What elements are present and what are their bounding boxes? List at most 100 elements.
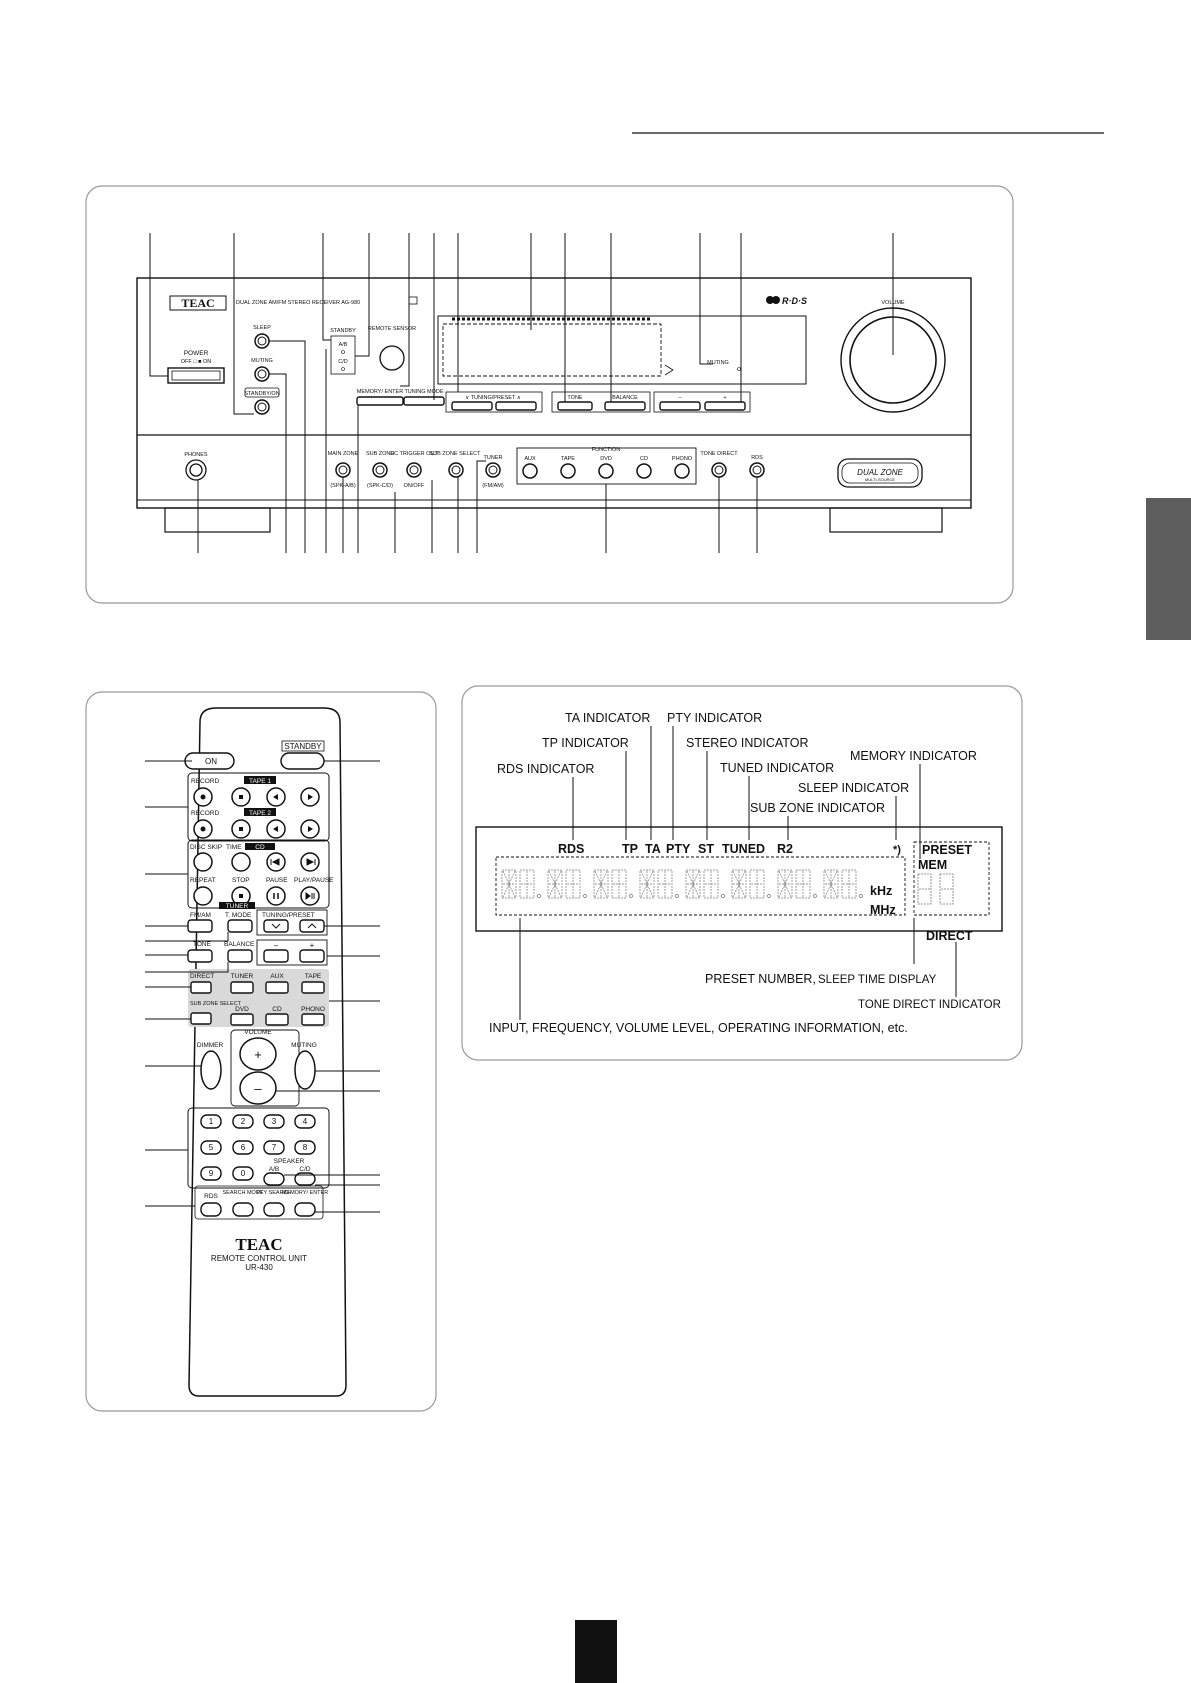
memory-enter-remote[interactable] bbox=[294, 1202, 316, 1217]
balance-button-remote[interactable] bbox=[227, 949, 253, 963]
svg-text:PAUSE: PAUSE bbox=[266, 877, 288, 884]
key-6[interactable] bbox=[232, 1140, 254, 1155]
svg-text:5: 5 bbox=[209, 1143, 214, 1152]
right-foot bbox=[829, 507, 943, 533]
svg-text:OFF □ ■ ON: OFF □ ■ ON bbox=[181, 359, 212, 365]
tuning-down-button[interactable] bbox=[451, 401, 493, 411]
remote-body bbox=[188, 707, 347, 1397]
remote-standby-button[interactable] bbox=[280, 752, 325, 770]
svg-text:BALANCE: BALANCE bbox=[612, 395, 638, 401]
cd-pause-button[interactable] bbox=[266, 886, 286, 906]
cd-source-button[interactable] bbox=[265, 1013, 289, 1026]
standby-on-button[interactable] bbox=[254, 399, 270, 415]
sub-zone-select-remote[interactable] bbox=[190, 1012, 212, 1025]
dvd-button-front[interactable] bbox=[598, 463, 614, 479]
disc-skip-button[interactable] bbox=[193, 852, 213, 872]
level-plus-button[interactable] bbox=[299, 949, 325, 963]
volume-down-remote[interactable] bbox=[239, 1071, 277, 1105]
svg-text:TONE: TONE bbox=[567, 395, 583, 401]
svg-text:SPEAKER: SPEAKER bbox=[274, 1158, 305, 1165]
rds-button-remote[interactable] bbox=[200, 1202, 222, 1217]
t-mode-button[interactable] bbox=[227, 919, 253, 933]
tuner-source-button[interactable] bbox=[230, 981, 254, 994]
svg-text:STANDBY: STANDBY bbox=[284, 742, 322, 751]
volume-up-remote[interactable] bbox=[239, 1037, 277, 1071]
aux-source-button[interactable] bbox=[265, 981, 289, 994]
key-0[interactable] bbox=[232, 1166, 254, 1181]
phono-button-front[interactable] bbox=[674, 463, 690, 479]
key-7[interactable] bbox=[263, 1140, 285, 1155]
muting-button-remote[interactable] bbox=[294, 1050, 316, 1090]
tone-button-remote[interactable] bbox=[187, 949, 213, 963]
front-callout-lines bbox=[149, 233, 894, 553]
repeat-button[interactable] bbox=[193, 886, 213, 906]
tuning-up-remote[interactable] bbox=[299, 919, 325, 933]
phono-source-button[interactable] bbox=[301, 1013, 325, 1026]
main-segment-area bbox=[495, 856, 906, 916]
tone-button[interactable] bbox=[557, 401, 593, 411]
remote-callout-lines bbox=[145, 760, 380, 1213]
remote-sensor-label: REMOTE SENSOR bbox=[368, 326, 416, 332]
tone-direct-button[interactable] bbox=[711, 462, 727, 478]
aux-button-front[interactable] bbox=[522, 463, 538, 479]
tuner-button-front[interactable] bbox=[485, 462, 501, 478]
level-minus-button[interactable] bbox=[263, 949, 289, 963]
sub-zone-select-button[interactable] bbox=[448, 462, 464, 478]
section-tab bbox=[1146, 498, 1191, 640]
sleep-button[interactable] bbox=[254, 333, 270, 349]
svg-text:TUNING MODE: TUNING MODE bbox=[404, 389, 443, 395]
key-4[interactable] bbox=[294, 1114, 316, 1129]
front-panel-frame bbox=[85, 185, 1014, 604]
dvd-source-button[interactable] bbox=[230, 1013, 254, 1026]
pty-search-button[interactable] bbox=[263, 1202, 285, 1217]
svg-text:DIMMER: DIMMER bbox=[197, 1042, 224, 1049]
svg-text:TONE: TONE bbox=[193, 941, 212, 948]
segment-characters bbox=[501, 869, 863, 899]
dc-trigger-button[interactable] bbox=[406, 462, 422, 478]
balance-button[interactable] bbox=[604, 401, 646, 411]
key-1[interactable] bbox=[200, 1114, 222, 1129]
svg-text:TAPE 2: TAPE 2 bbox=[249, 810, 271, 817]
time-button[interactable] bbox=[231, 852, 251, 872]
memory-enter-button[interactable] bbox=[356, 396, 404, 406]
svg-text:REMOTE CONTROL UNIT: REMOTE CONTROL UNIT bbox=[211, 1254, 307, 1263]
power-switch[interactable] bbox=[167, 367, 225, 384]
speaker-cd-button[interactable] bbox=[294, 1172, 316, 1186]
svg-text:RDS INDICATOR: RDS INDICATOR bbox=[497, 762, 594, 776]
tuning-mode-button[interactable] bbox=[403, 396, 445, 406]
svg-text:UR-430: UR-430 bbox=[245, 1263, 273, 1272]
segment-char bbox=[777, 869, 817, 899]
svg-text:DC TRIGGER OUT: DC TRIGGER OUT bbox=[390, 451, 438, 457]
search-mode-button[interactable] bbox=[232, 1202, 254, 1217]
svg-text:CD: CD bbox=[640, 456, 648, 462]
rds-button-front[interactable] bbox=[749, 462, 765, 478]
sub-zone-button[interactable] bbox=[372, 462, 388, 478]
speaker-ab-button[interactable] bbox=[263, 1172, 285, 1186]
svg-text:C/D: C/D bbox=[299, 1166, 311, 1173]
speaker-indicator-box bbox=[330, 335, 356, 375]
key-5[interactable] bbox=[200, 1140, 222, 1155]
svg-text:MAIN ZONE: MAIN ZONE bbox=[328, 451, 359, 457]
tape-button-front[interactable] bbox=[560, 463, 576, 479]
tuning-up-button[interactable] bbox=[495, 401, 537, 411]
dimmer-button[interactable] bbox=[200, 1050, 222, 1090]
phones-jack[interactable] bbox=[185, 459, 207, 481]
muting-button-front[interactable] bbox=[254, 366, 270, 382]
cd-button-front[interactable] bbox=[636, 463, 652, 479]
main-zone-button[interactable] bbox=[335, 462, 351, 478]
volume-up-bar[interactable] bbox=[704, 401, 746, 411]
tape-source-button[interactable] bbox=[301, 981, 325, 994]
svg-text:DIRECT: DIRECT bbox=[190, 973, 214, 980]
svg-text:+: + bbox=[310, 941, 315, 950]
fm-am-button[interactable] bbox=[187, 919, 213, 933]
key-8[interactable] bbox=[294, 1140, 316, 1155]
tuning-down-remote[interactable] bbox=[263, 919, 289, 933]
volume-down-bar[interactable] bbox=[659, 401, 701, 411]
direct-button[interactable] bbox=[190, 981, 212, 994]
svg-text:DIRECT: DIRECT bbox=[926, 929, 973, 943]
key-3[interactable] bbox=[263, 1114, 285, 1129]
svg-text:TA: TA bbox=[645, 842, 661, 856]
key-2[interactable] bbox=[232, 1114, 254, 1129]
svg-text:BALANCE: BALANCE bbox=[224, 941, 255, 948]
key-9[interactable] bbox=[200, 1166, 222, 1181]
